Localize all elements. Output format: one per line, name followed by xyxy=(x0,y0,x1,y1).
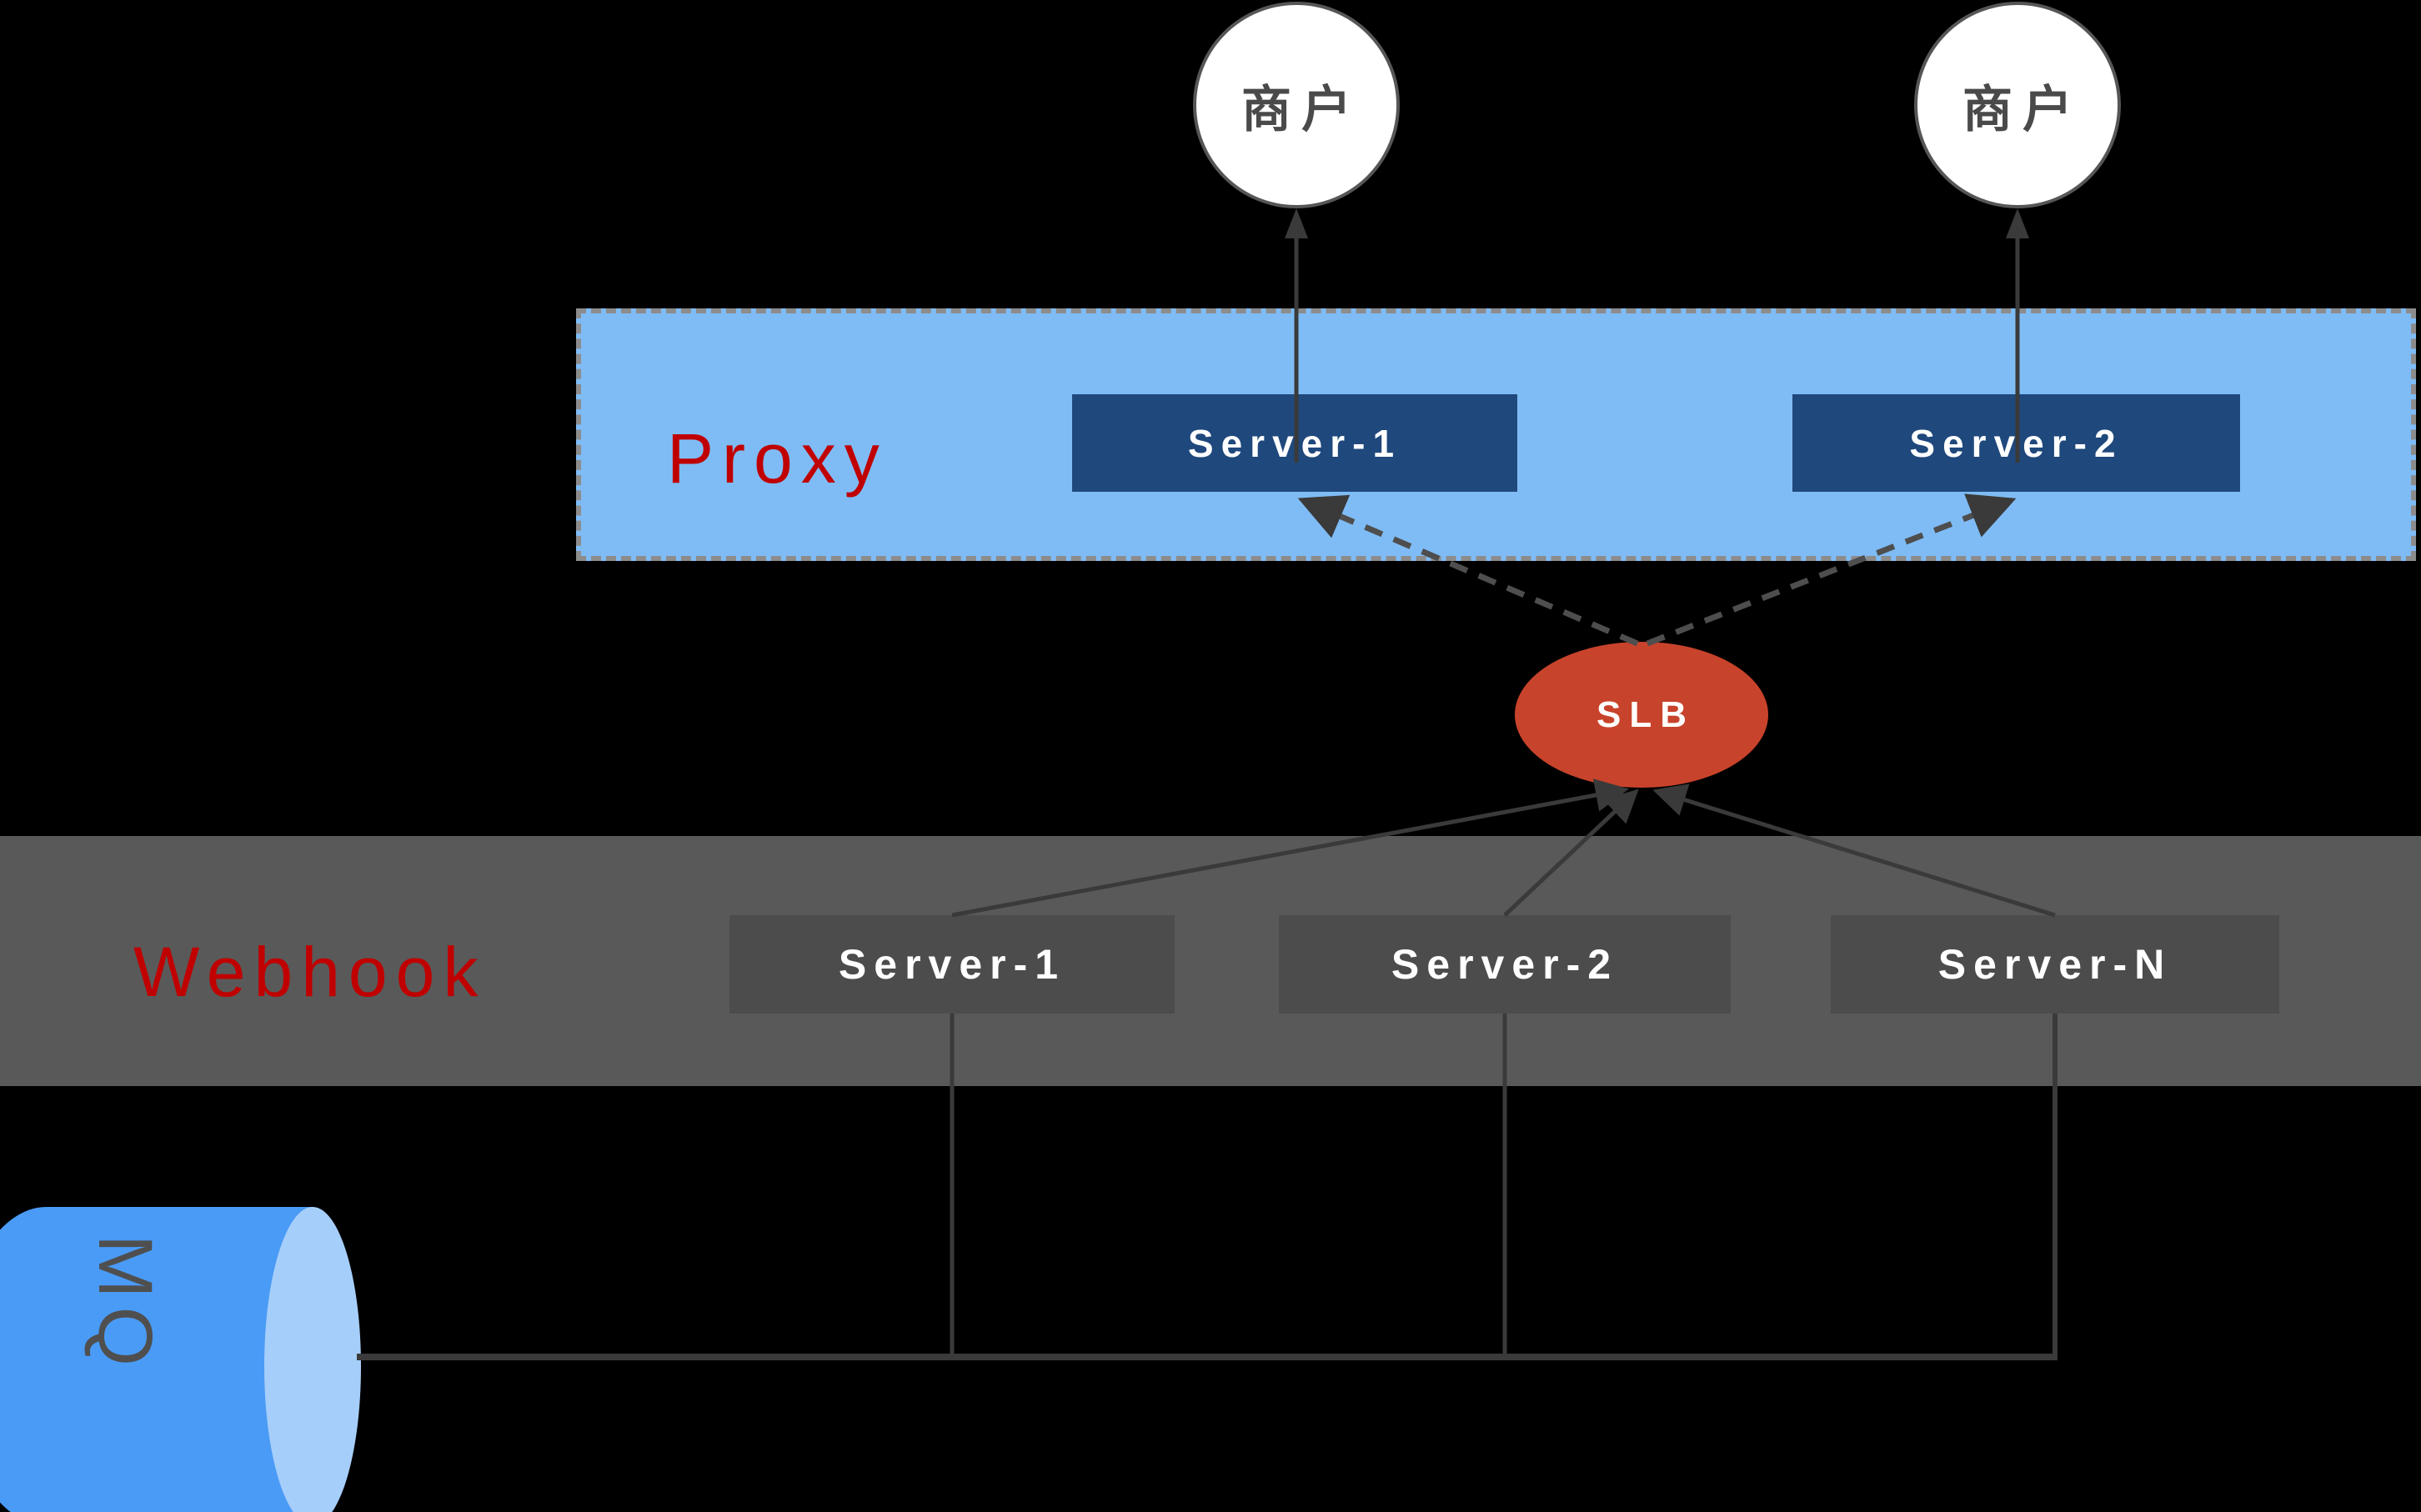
webhook-server-2-label: Server-2 xyxy=(1391,941,1619,988)
proxy-server-2-label: Server-2 xyxy=(1909,421,2123,465)
proxy-server-1-box: Server-1 xyxy=(1072,394,1517,492)
merchant-circle-1: 商户 xyxy=(1193,2,1400,208)
webhook-server-2-box: Server-2 xyxy=(1279,915,1731,1014)
webhook-server-1-label: Server-1 xyxy=(838,941,1066,988)
arrowhead-merchant2-icon xyxy=(2006,208,2029,238)
merchant-2-label: 商户 xyxy=(1962,81,2083,138)
webhook-server-n-label: Server-N xyxy=(1937,941,2173,988)
mq-label: MQ xyxy=(83,1234,168,1375)
mq-cylinder-body xyxy=(0,1207,313,1512)
webhook-title: Webhook xyxy=(133,933,487,1011)
proxy-title: Proxy xyxy=(667,419,888,498)
slb-ellipse: SLB xyxy=(1515,642,1768,788)
proxy-server-1-label: Server-1 xyxy=(1187,421,1402,465)
merchant-1-label: 商户 xyxy=(1241,81,1361,138)
proxy-server-2-box: Server-2 xyxy=(1792,394,2240,492)
mq-cylinder-cap xyxy=(264,1207,361,1512)
arrowhead-merchant1-icon xyxy=(1285,208,1308,238)
webhook-server-n-box: Server-N xyxy=(1831,915,2279,1014)
slb-label: SLB xyxy=(1596,693,1695,735)
merchant-circle-2: 商户 xyxy=(1914,2,2121,208)
webhook-server-1-box: Server-1 xyxy=(729,915,1175,1014)
